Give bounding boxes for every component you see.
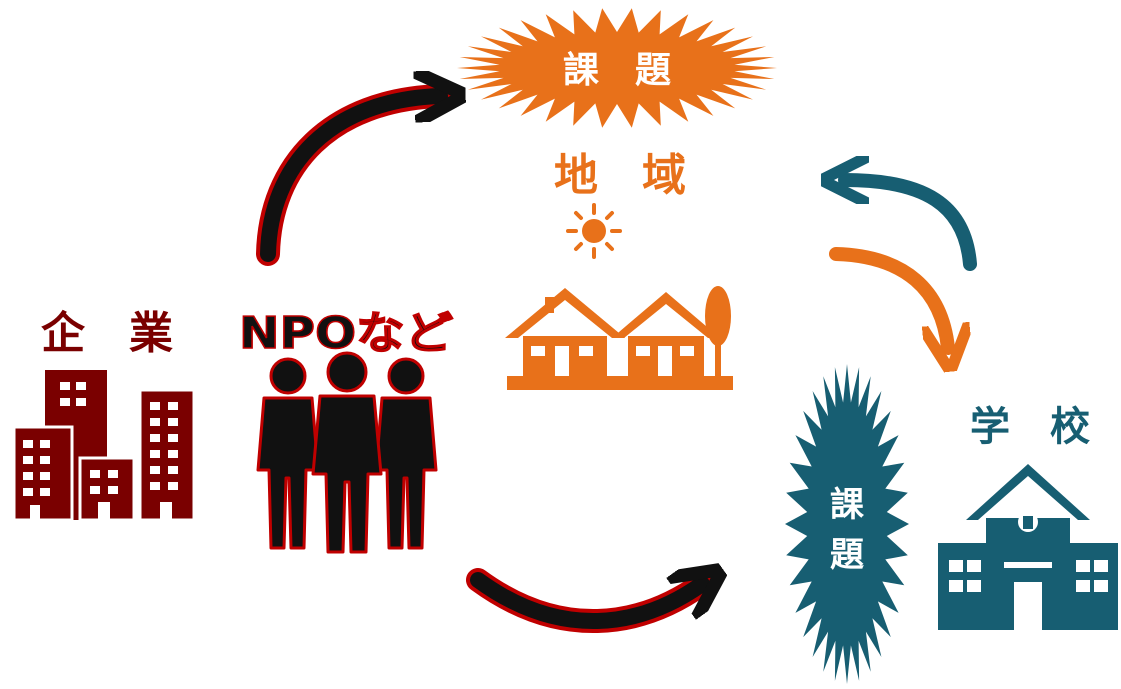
arrow-school-to-region: [845, 180, 977, 271]
group-of-people-icon: [256, 351, 438, 554]
arrow-region-to-school: [829, 247, 948, 348]
school-label: 学 校: [970, 404, 1090, 450]
sun-icon: [566, 203, 622, 259]
region-issue-burst: 課 題: [457, 8, 777, 128]
school-building-icon: [938, 464, 1118, 630]
company-label: 企 業: [41, 308, 173, 359]
houses-with-tree-icon: [505, 286, 733, 390]
region-issue-label: 課 題: [563, 50, 671, 91]
npo-label: NPOなど: [239, 308, 453, 359]
school-issue-label-bottom: 題: [830, 535, 864, 575]
office-buildings-icon: [12, 370, 196, 522]
arrow-npo-to-region-issue: [256, 96, 440, 266]
school-issue-label-top: 課: [830, 485, 864, 525]
region-label: 地 域: [554, 150, 686, 201]
school-issue-burst: 課 題: [785, 364, 909, 684]
arrow-npo-to-school-issue: [466, 580, 702, 634]
